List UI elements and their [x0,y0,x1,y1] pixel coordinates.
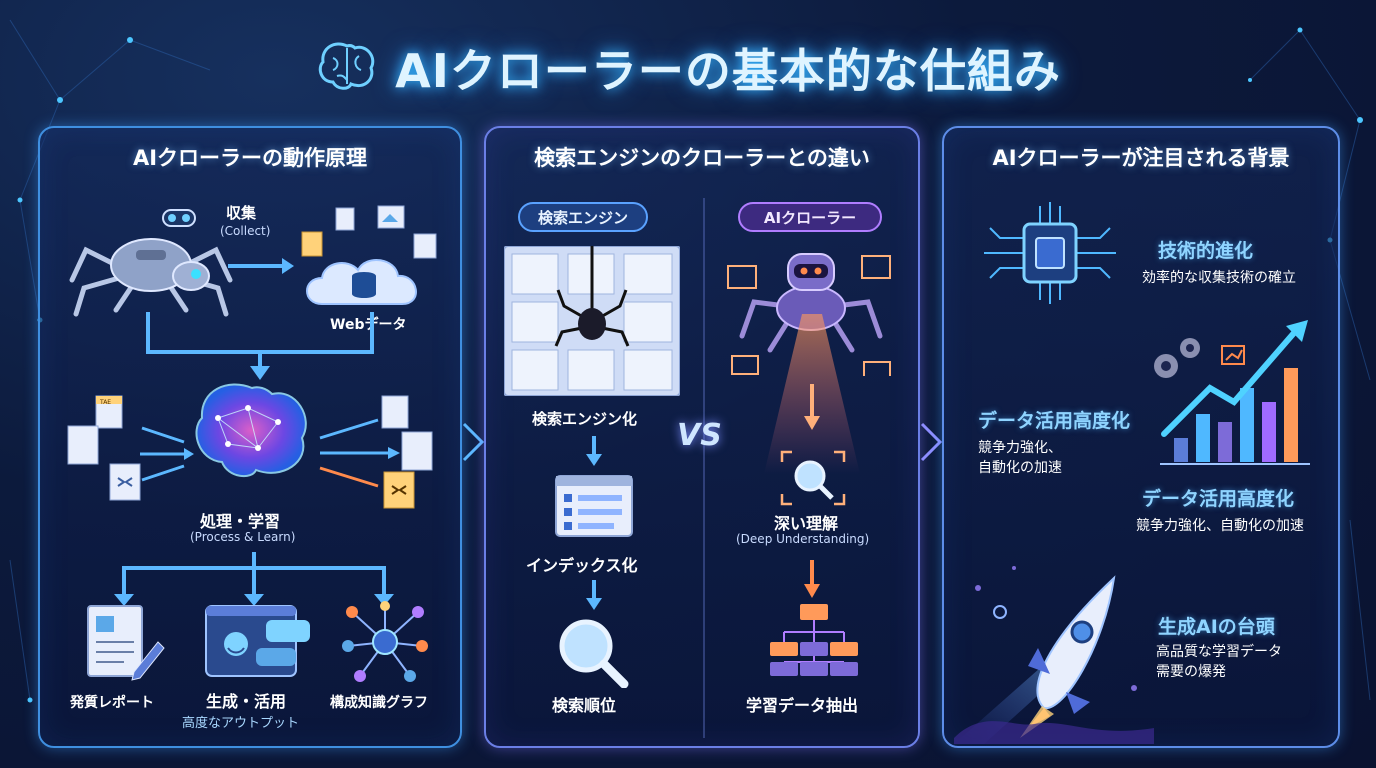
panel-title-right: AIクローラーが注目される背景 [992,146,1290,170]
versus-label: VS [677,418,722,453]
chat-generation-icon [205,605,310,677]
search-step-2: インデックス化 [526,556,638,575]
ai-brain-icon [195,383,307,478]
background-item-2-body-line1: 競争力強化、 [978,440,1062,456]
rocket-icon [954,566,1154,744]
knowledge-graph-icon [342,601,428,682]
tae-badge-text: TAE [99,399,111,406]
ai-step-2: 学習データ抽出 [746,696,859,715]
ai-step-1: 深い理解 [774,514,839,533]
arrow-down-icon [586,436,602,466]
background-item-2-head: データ活用高度化 [978,410,1131,432]
background-item-1-body: 効率的な収集技術の確立 [1142,270,1296,286]
output-documents-icon [381,395,433,509]
output-label-report: 発質レポート [70,695,154,711]
background-item-4-body-line2: 需要の爆発 [1156,664,1226,680]
growth-chart-icon [1154,320,1310,465]
arrow-down-icon [804,560,820,598]
panel-title-middle: 検索エンジンのクローラーとの違い [534,146,870,170]
binoculars-icon [162,209,196,227]
background-item-2-body-line2: 自動化の加速 [978,460,1062,476]
background-item-3-body: 競争力強化、自動化の加速 [1136,518,1304,534]
magnifier-icon [559,619,629,688]
search-step-3: 検索順位 [552,696,617,715]
spider-robot-icon [69,238,233,317]
background-item-4-head: 生成AIの台頭 [1158,616,1275,638]
background-item-4-body-line1: 高品質な学習データ [1156,644,1282,660]
ai-crawler-pill: AIクローラー [738,202,882,232]
web-data-label: Webデータ [330,317,407,333]
arrow-down-icon [586,580,602,610]
folder-tree-icon [770,604,858,676]
indexed-pages-spider-icon [504,246,680,396]
arrows-out-brain [319,418,400,488]
panel-title-left: AIクローラーの動作原理 [132,146,368,170]
search-step-1: 検索エンジン化 [532,410,638,428]
background-item-3-head: データ活用高度化 [1142,488,1295,510]
brain-icon [318,42,375,90]
report-icon [87,605,165,681]
output-label-generate: 生成・活用 [206,692,287,711]
output-label-graph: 構成知識グラフ [330,695,428,711]
scan-beam [764,314,860,474]
flow-connector [146,312,374,380]
chevron-right-icon [920,422,943,462]
center-divider [703,198,705,738]
search-engine-pill: 検索エンジン [518,202,648,232]
arrow-right-icon [228,258,294,274]
output-sublabel-generate: 高度なアウトプット [182,716,300,731]
page-title: AIクローラーの基本的な仕組み [395,44,1061,98]
panel-operation-principle: AIクローラーの動作原理 収集 (Collect) Webデータ [38,126,462,748]
background-item-1-head: 技術的進化 [1158,240,1254,262]
process-sublabel: (Process & Learn) [190,530,296,544]
panel-comparison: 検索エンジンのクローラーとの違い 検索エンジン AIクローラー 検索エンジン化 … [484,126,920,748]
process-label: 処理・学習 [200,512,281,531]
output-branch-connector [114,552,394,606]
page-header: AIクローラーの基本的な仕組み [0,28,1376,108]
collect-sublabel: (Collect) [220,224,271,238]
ai-step-1-sub: (Deep Understanding) [736,532,870,546]
chip-icon [984,202,1116,304]
index-list-icon [555,475,633,537]
deep-scan-magnifier-icon [780,450,846,506]
chevron-right-icon [462,422,485,462]
collect-label: 収集 [226,204,257,222]
arrows-into-brain [140,426,194,482]
web-data-cloud-icon [301,205,437,305]
input-documents-icon: TAE [67,395,141,501]
panel-background: AIクローラーが注目される背景 技術的進化 効率的な収集技術の確立 データ活用高… [942,126,1340,748]
